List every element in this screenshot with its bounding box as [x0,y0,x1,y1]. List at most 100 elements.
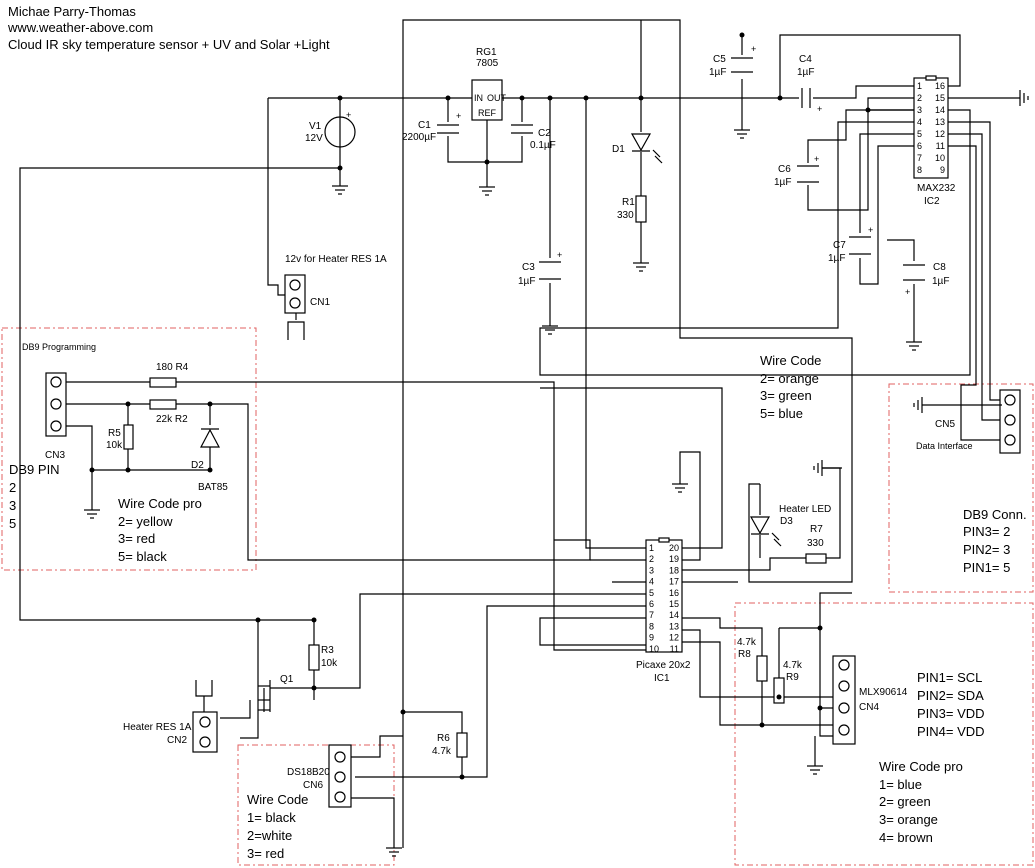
svg-text:3= red: 3= red [118,531,155,546]
resistor-r7: R7 330 [805,524,827,564]
svg-text:10k: 10k [106,440,123,451]
capacitor-c3: + C3 1µF [518,250,562,287]
svg-text:C2: C2 [538,128,551,139]
db9-programming-box [1,327,257,571]
svg-text:1µF: 1µF [828,253,845,264]
svg-text:Heater RES 1A: Heater RES 1A [123,722,192,733]
svg-text:Wire Code pro: Wire Code pro [118,496,202,511]
capacitor-c5: + C5 1µF [709,44,756,78]
capacitor-c2: C2 0.1µF [511,124,556,151]
svg-text:3= green: 3= green [760,388,812,403]
svg-text:+: + [346,110,351,120]
ground-symbols [84,90,1029,857]
junction-dot [445,95,451,101]
junction-dots [89,32,871,780]
svg-text:2=white: 2=white [247,828,292,843]
max232-pin-label: 7 [917,153,922,163]
junction-dot [777,95,783,101]
ground-icon [807,765,823,775]
svg-text:DB9 Conn.: DB9 Conn. [963,507,1027,522]
svg-text:330: 330 [617,210,634,221]
svg-text:Picaxe 20x2: Picaxe 20x2 [636,660,691,671]
capacitor-c6: + C6 1µF [774,154,819,188]
transistor-q1: Q1 [258,674,294,712]
svg-text:BAT85: BAT85 [198,482,228,493]
svg-text:CN4: CN4 [859,702,879,713]
picaxe-body [645,539,683,653]
svg-text:R6: R6 [437,733,450,744]
svg-text:2= green: 2= green [879,794,931,809]
svg-text:CN3: CN3 [45,450,65,461]
svg-text:Wire Code: Wire Code [760,353,821,368]
junction-dot [519,95,525,101]
connector-cn3: DB9 Programming CN3 [22,342,96,461]
svg-text:+: + [905,287,910,297]
picaxe-pin-label: 11 [670,644,679,654]
svg-text:PIN3= VDD: PIN3= VDD [917,706,985,721]
svg-text:+: + [557,250,562,260]
junction-dot [817,625,823,631]
svg-text:PIN3= 2: PIN3= 2 [963,524,1010,539]
picaxe-pin-label: 19 [669,554,679,564]
svg-text:+: + [751,44,756,54]
junction-dot [255,617,261,623]
svg-text:C7: C7 [833,240,846,251]
svg-text:R5: R5 [108,428,121,439]
picaxe-pin-label: 1 [649,543,654,553]
svg-text:1µF: 1µF [932,276,949,287]
note-db9-conn: DB9 Conn. PIN3= 2 PIN2= 3 PIN1= 5 [963,507,1027,575]
max232-pin-label: 14 [935,105,945,115]
svg-text:C5: C5 [713,54,726,65]
max232-pin-label: 6 [917,141,922,151]
junction-dot [311,617,317,623]
picaxe-pin-label: 10 [649,644,659,654]
connector-cn4: MLX90614 CN4 [832,655,908,745]
picaxe-pin-label: 13 [669,621,679,631]
svg-text:Wire Code: Wire Code [247,792,308,807]
max232-pin-label: 8 [917,165,922,175]
svg-text:5: 5 [9,516,16,531]
note-db9-pin: DB9 PIN 2 3 5 [9,462,60,531]
junction-dot [865,107,871,113]
capacitor-c1: + C1 2200µF [402,111,461,143]
picaxe-pin-label: 4 [649,577,654,587]
junction-dot [89,467,95,473]
ground-icon [913,397,1002,413]
junction-dot [547,95,553,101]
note-wire-code-main: Wire Code 2= orange 3= green 5= blue [760,353,821,421]
junction-dot [583,95,589,101]
heater-symbols [195,321,305,712]
svg-text:Q1: Q1 [280,674,294,685]
picaxe-pin-label: 5 [649,588,654,598]
header: Michae Parry-Thomas www.weather-above.co… [7,4,330,52]
max232-pin-label: 2 [917,93,922,103]
svg-text:PIN2= SDA: PIN2= SDA [917,688,984,703]
battery-v1: + V1 12V [305,110,356,148]
note-wire-code-pro-mlx: Wire Code pro 1= blue 2= green 3= orange… [879,759,963,845]
svg-text:CN1: CN1 [310,297,330,308]
ground-icon [332,185,348,195]
svg-text:IC2: IC2 [924,196,940,207]
svg-text:CN2: CN2 [167,735,187,746]
svg-text:IC1: IC1 [654,673,670,684]
picaxe-pin-label: 9 [649,633,654,643]
junction-dot [337,165,343,171]
note-wire-code-ds18b20: Wire Code 1= black 2=white 3= red [247,792,308,861]
svg-text:1µF: 1µF [774,177,791,188]
svg-text:C8: C8 [933,262,946,273]
ground-icon [672,483,688,493]
svg-text:DB9 Programming: DB9 Programming [22,342,96,352]
max232-pin-label: 3 [917,105,922,115]
ground-icon [84,509,100,519]
capacitor-c8: + C8 1µF [903,262,949,297]
resistor-r8: 4.7k R8 [737,637,768,682]
picaxe-pin-label: 3 [649,565,654,575]
svg-text:C3: C3 [522,262,535,273]
svg-text:PIN1= SCL: PIN1= SCL [917,670,982,685]
connector-cn5: CN5 Data Interface [916,389,1021,454]
max232-pin-label: 5 [917,129,922,139]
svg-text:4.7k: 4.7k [432,746,452,757]
note-mlx-pins: PIN1= SCL PIN2= SDA PIN3= VDD PIN4= VDD [917,670,985,739]
diode-d3: Heater LED D3 [749,504,831,547]
